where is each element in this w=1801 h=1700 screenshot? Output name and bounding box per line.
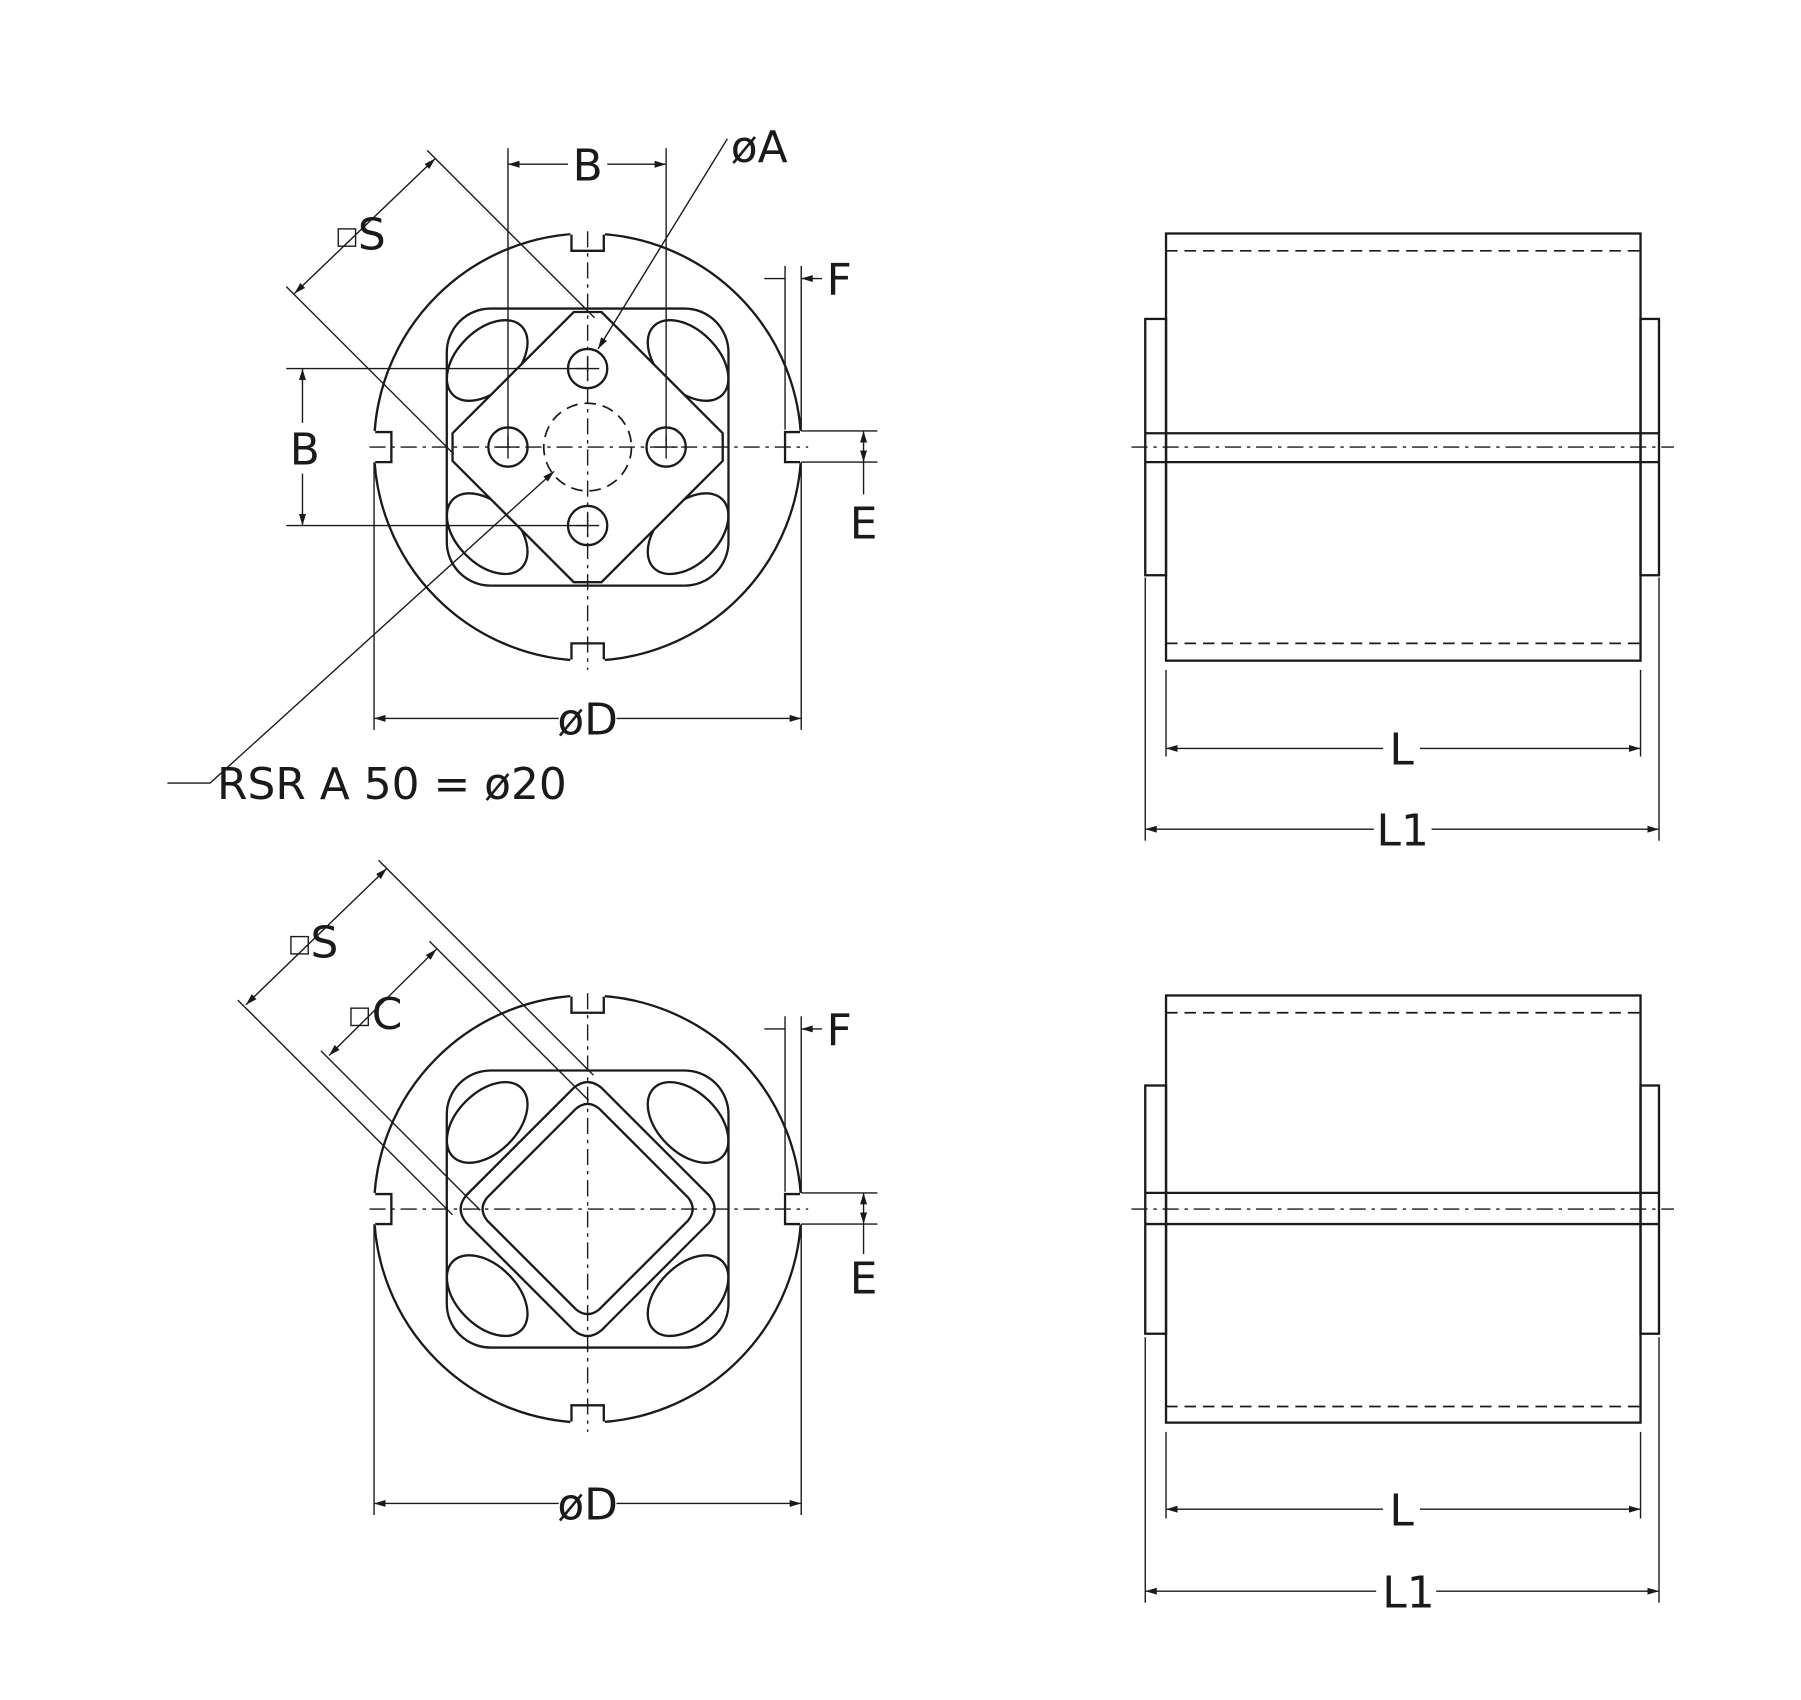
side-view-bottom: L L1 [1131,994,1675,1618]
dim-b-left-label: B [290,424,320,475]
side-view-top: L L1 [1131,232,1675,856]
dim-l1-label: L1 [1377,805,1429,856]
dim-f-label-bottom: F [827,1005,852,1056]
front-view-bottom: S C F E øD [237,859,878,1531]
front-view-top: B øA S B F E øD RSR A 50 = ø20 [167,122,877,810]
dim-d-label-bottom: øD [557,1480,618,1531]
bore-note: RSR A 50 = ø20 [217,759,567,810]
dim-s-label: S [358,210,386,261]
dim-s-label-bottom: S [311,917,339,968]
dim-l1-label-bottom: L1 [1382,1567,1434,1618]
dim-b-top-label: B [573,140,603,191]
dim-l-label-bottom: L [1389,1485,1414,1536]
dim-f-label: F [827,255,852,306]
dim-a-label: øA [731,122,788,173]
dim-l-label: L [1389,725,1414,776]
dim-d-label: øD [557,695,618,746]
dim-e-label: E [850,498,878,549]
dim-c-label: C [372,989,403,1040]
dim-e-label-bottom: E [850,1253,878,1304]
